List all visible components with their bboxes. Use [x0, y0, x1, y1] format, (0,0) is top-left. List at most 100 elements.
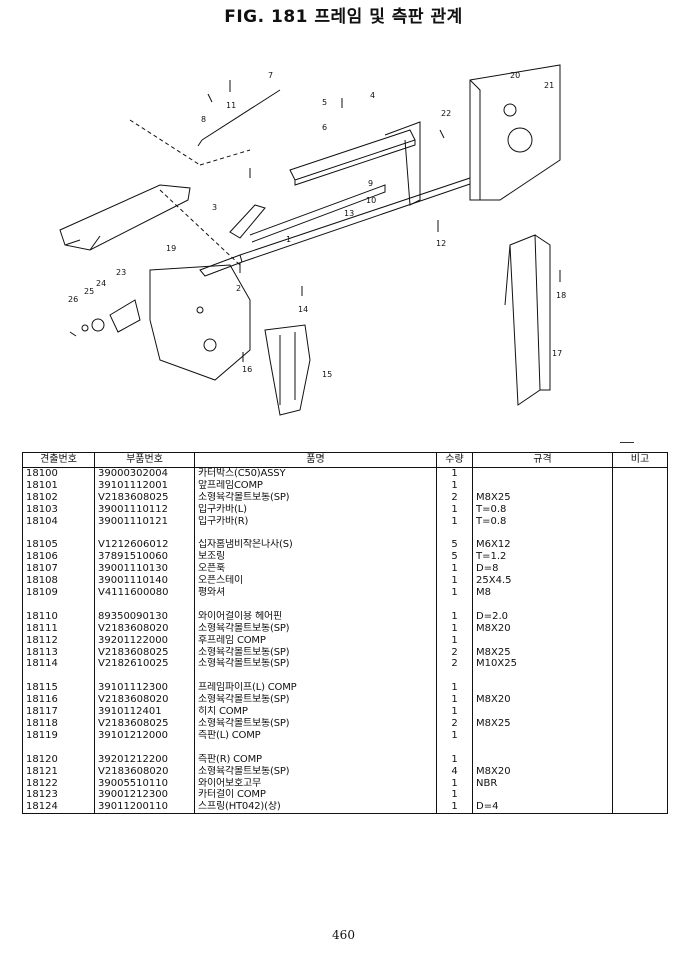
exploded-parts-diagram: 1 2 3 4 5 6 7 8 9 10 11 12 13 14 15 16 1… [59, 64, 566, 416]
index-number-cell [22, 670, 95, 683]
remarks-cell [612, 717, 668, 730]
callout-3: 3 [212, 203, 217, 212]
table-header-row: 견출번호 부품번호 품명 수량 규격 비고 [22, 452, 668, 468]
index-number-cell [22, 741, 95, 754]
remarks-cell [612, 801, 668, 815]
specification-cell: T=0.8 [472, 503, 613, 516]
callout-16: 16 [242, 365, 252, 374]
part-name-cell: 소형육각볼트보통(SP) [194, 491, 437, 504]
part-number-cell: 39001110140 [94, 575, 195, 588]
part-name-cell: 보조링 [194, 551, 437, 564]
index-number-cell: 18103 [22, 503, 95, 516]
callout-1: 1 [286, 235, 291, 244]
index-number-cell: 18115 [22, 682, 95, 695]
callout-2: 2 [236, 284, 241, 293]
specification-cell [472, 753, 613, 766]
callout-15: 15 [322, 370, 332, 379]
quantity-cell [436, 670, 473, 683]
part-name-cell: 스프링(HT042)(상) [194, 801, 437, 815]
callout-25: 25 [84, 287, 94, 296]
quantity-cell: 1 [436, 467, 473, 480]
quantity-cell: 1 [436, 575, 473, 588]
part-name-cell: 측판(R) COMP [194, 753, 437, 766]
specification-cell [472, 741, 613, 754]
part-name-cell: 입구카바(L) [194, 503, 437, 516]
specification-cell: T=1.2 [472, 551, 613, 564]
part-number-cell: V2183608020 [94, 622, 195, 635]
part-name-cell [194, 741, 437, 754]
header-part-name: 품명 [194, 452, 437, 468]
part-name-cell: 카터박스(C50)ASSY [194, 467, 437, 480]
part-number-cell: 39005510110 [94, 777, 195, 790]
part-number-cell: 89350090130 [94, 610, 195, 623]
quantity-cell [436, 527, 473, 540]
part-number-cell: 39011200110 [94, 801, 195, 815]
page-number: 460 [332, 928, 355, 942]
index-number-cell: 18119 [22, 729, 95, 742]
index-number-cell: 18113 [22, 646, 95, 659]
part-name-cell: 소형육각볼트보통(SP) [194, 717, 437, 730]
specification-cell: D=2.0 [472, 610, 613, 623]
header-remarks: 비고 [612, 452, 668, 468]
index-number-cell: 18100 [22, 467, 95, 480]
remarks-cell [612, 587, 668, 599]
index-number-cell: 18120 [22, 753, 95, 766]
front-frame-rail [289, 129, 416, 181]
index-number-cell: 18116 [22, 694, 95, 707]
index-number-cell: 18124 [22, 801, 95, 815]
part-number-cell: V1212606012 [94, 539, 195, 552]
remarks-cell [612, 622, 668, 635]
part-name-cell: 카터걸이 COMP [194, 789, 437, 802]
specification-cell: M8X25 [472, 491, 613, 504]
remarks-cell [612, 765, 668, 778]
specification-cell [472, 682, 613, 695]
specification-cell: 25X4.5 [472, 575, 613, 588]
remarks-cell [612, 729, 668, 742]
specification-cell [472, 479, 613, 492]
part-name-cell: 입구카바(R) [194, 515, 437, 528]
specification-cell: NBR [472, 777, 613, 790]
index-number-cell: 18117 [22, 706, 95, 718]
specification-cell [472, 467, 613, 480]
part-number-cell: V2183608025 [94, 491, 195, 504]
table-row [22, 741, 668, 754]
callout-6a: 6 [322, 123, 327, 132]
specification-cell [472, 634, 613, 647]
index-number-cell: 18109 [22, 587, 95, 599]
quantity-cell: 1 [436, 610, 473, 623]
callout-23: 23 [116, 268, 126, 277]
callout-11: 11 [226, 101, 236, 110]
part-number-cell: V4111600080 [94, 587, 195, 599]
specification-cell [472, 527, 613, 540]
quantity-cell: 1 [436, 515, 473, 528]
part-name-cell: 오픈훅 [194, 563, 437, 576]
index-number-cell [22, 598, 95, 611]
page-title: FIG. 181 프레임 및 측판 관계 [224, 7, 463, 27]
quantity-cell: 1 [436, 777, 473, 790]
part-name-cell: 오픈스테이 [194, 575, 437, 588]
quantity-cell: 1 [436, 503, 473, 516]
specification-cell: M8X20 [472, 622, 613, 635]
header-index-number: 견출번호 [22, 452, 95, 468]
table-row [22, 527, 668, 540]
index-number-cell: 18102 [22, 491, 95, 504]
index-number-cell: 18104 [22, 515, 95, 528]
callout-8: 8 [201, 115, 206, 124]
quantity-cell: 2 [436, 717, 473, 730]
